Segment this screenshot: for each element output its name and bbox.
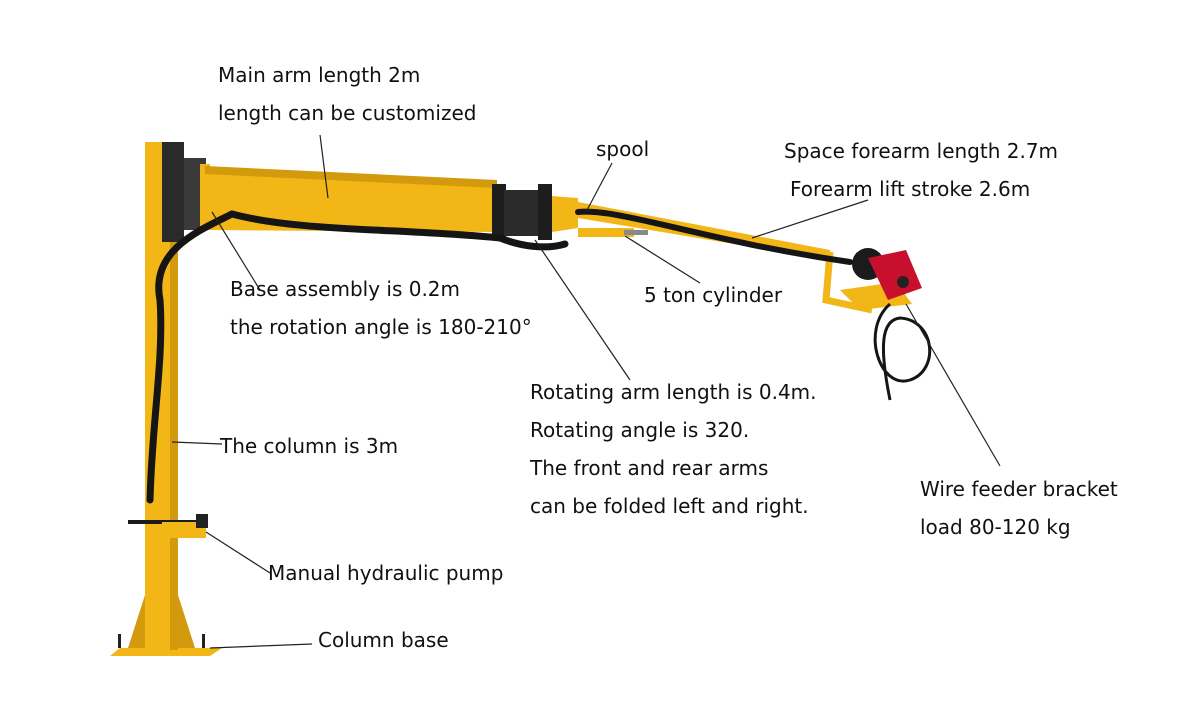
hose-forearm bbox=[575, 208, 853, 265]
label-column-base: Column base bbox=[318, 628, 449, 652]
leader-column bbox=[171, 441, 223, 445]
column-shade bbox=[170, 142, 178, 650]
label-pump: Manual hydraulic pump bbox=[268, 561, 504, 585]
leader-base-assembly bbox=[211, 211, 261, 291]
label-cylinder: 5 ton cylinder bbox=[644, 283, 783, 307]
pump-cap bbox=[196, 514, 208, 528]
label-wire-feeder-line1: Wire feeder bracket bbox=[920, 477, 1118, 501]
wire-feeder-unit bbox=[868, 250, 922, 300]
label-base-assembly-line2: the rotation angle is 180-210° bbox=[230, 315, 532, 339]
hose-main-arm bbox=[228, 210, 569, 251]
label-main-arm: Main arm length 2m length can be customi… bbox=[218, 56, 476, 132]
label-column: The column is 3m bbox=[220, 434, 399, 458]
main-arm bbox=[205, 172, 497, 232]
hose-column bbox=[146, 210, 236, 504]
label-main-arm-line1: Main arm length 2m bbox=[218, 63, 421, 87]
leader-wire-feeder bbox=[905, 303, 1001, 467]
label-wire-feeder: Wire feeder bracket load 80-120 kg bbox=[920, 470, 1118, 546]
label-spool: spool bbox=[596, 137, 650, 161]
spool-ring-right bbox=[538, 184, 552, 240]
wire-feeder-knob bbox=[897, 276, 909, 288]
label-forearm-line2: Forearm lift stroke 2.6m bbox=[790, 177, 1031, 201]
label-main-arm-line2: length can be customized bbox=[218, 101, 477, 125]
label-wire-feeder-line2: load 80-120 kg bbox=[920, 515, 1071, 539]
column-base-gusset-right bbox=[178, 595, 195, 648]
label-rotating-arm: Rotating arm length is 0.4m. Rotating an… bbox=[530, 373, 817, 525]
label-forearm: Space forearm length 2.7m Forearm lift s… bbox=[784, 132, 1058, 208]
leader-rotating-arm bbox=[534, 239, 631, 381]
rotating-arm bbox=[552, 196, 578, 232]
spool-ring-left bbox=[492, 184, 506, 240]
column-base-gusset-left bbox=[128, 595, 145, 648]
pump-body bbox=[162, 522, 206, 538]
column-bolt-right bbox=[202, 634, 205, 648]
label-rotating-arm-line2: Rotating angle is 320. bbox=[530, 418, 750, 442]
leader-cylinder bbox=[624, 235, 701, 284]
label-base-assembly-line1: Base assembly is 0.2m bbox=[230, 277, 461, 301]
leader-forearm bbox=[751, 199, 869, 239]
spool-body bbox=[504, 190, 540, 236]
leader-spool bbox=[585, 162, 613, 213]
column-bolt-left bbox=[118, 634, 121, 648]
leader-pump bbox=[205, 531, 271, 574]
leader-column-base bbox=[209, 643, 313, 649]
label-forearm-line1: Space forearm length 2.7m bbox=[784, 139, 1059, 163]
label-base-assembly: Base assembly is 0.2m the rotation angle… bbox=[230, 270, 532, 346]
hydraulic-cylinder bbox=[578, 228, 634, 237]
label-rotating-arm-line3: The front and rear arms bbox=[530, 456, 769, 480]
leader-main-arm bbox=[319, 134, 329, 199]
label-rotating-arm-line4: can be folded left and right. bbox=[530, 494, 809, 518]
main-arm-top-edge bbox=[205, 166, 497, 188]
hose-feeder-coil bbox=[873, 302, 932, 401]
column-base-plate bbox=[110, 648, 222, 656]
column-top-plate bbox=[162, 142, 184, 242]
cylinder-rod bbox=[624, 230, 648, 235]
label-rotating-arm-line1: Rotating arm length is 0.4m. bbox=[530, 380, 817, 404]
